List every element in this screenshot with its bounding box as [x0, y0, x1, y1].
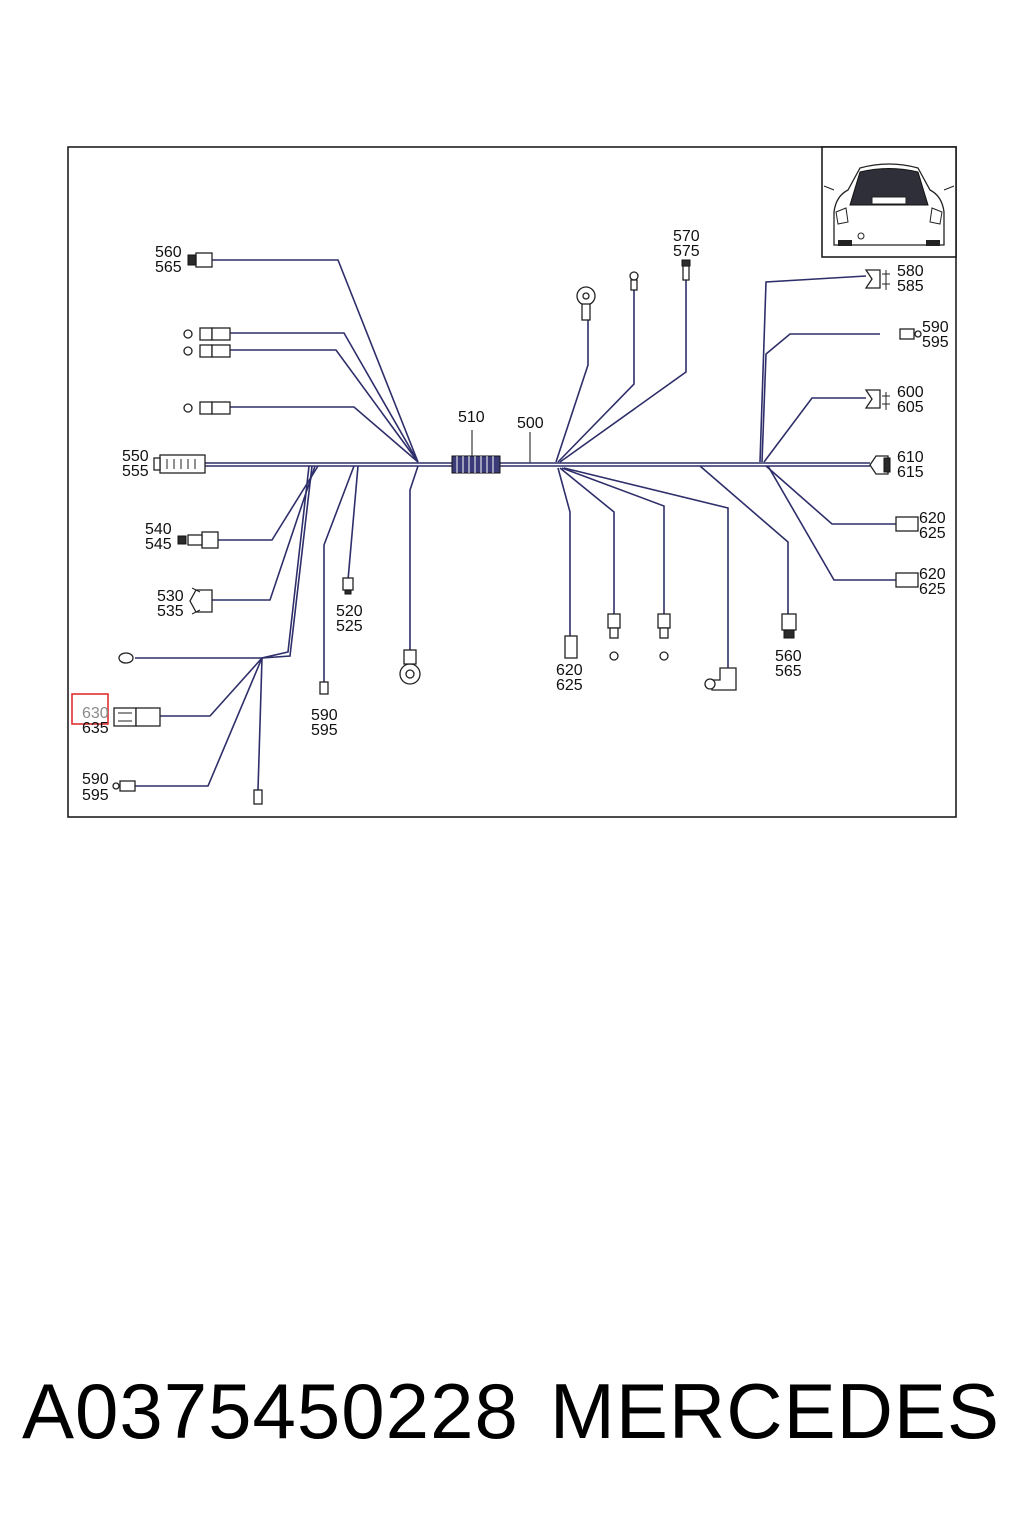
connector-590-595-lower-left — [112, 780, 136, 792]
connector-580-585 — [864, 269, 890, 290]
connector-pair-upper-left — [183, 327, 231, 415]
label-595-right: 595 — [922, 334, 949, 351]
car-rear-view-thumbnail — [821, 146, 957, 258]
label-590-lower-left: 590 — [82, 771, 109, 788]
label-620-right-a: 620 — [919, 510, 946, 527]
part-number: A0375450228 — [22, 1367, 519, 1455]
label-570: 570 — [673, 228, 700, 245]
footer: A0375450228 MERCEDES — [0, 1372, 1024, 1482]
label-595-lower-left: 595 — [82, 787, 109, 804]
connector-590-595-center — [319, 681, 329, 695]
right-lower-branches — [557, 465, 789, 668]
left-lower-branches — [135, 465, 359, 791]
label-580: 580 — [897, 263, 924, 280]
connector-630-635 — [113, 707, 161, 727]
connector-620-625-right-b — [895, 572, 919, 588]
terminal-upper-small — [629, 271, 639, 291]
label-630: 630 — [82, 705, 109, 722]
connector-560-565-right — [781, 613, 797, 639]
brand-name: MERCEDES — [549, 1367, 1000, 1455]
label-560-right: 560 — [775, 648, 802, 665]
ring-terminal-upper-center — [576, 286, 596, 321]
connector-520-525 — [342, 577, 354, 595]
label-565-left: 565 — [155, 259, 182, 276]
label-565-right: 565 — [775, 663, 802, 680]
label-520: 520 — [336, 603, 363, 620]
label-625-right-b: 625 — [919, 581, 946, 598]
label-635: 635 — [82, 720, 109, 737]
connector-610-615 — [869, 455, 891, 475]
far-right-branches — [759, 275, 896, 581]
ring-terminal-left — [118, 652, 134, 664]
label-545: 545 — [145, 536, 172, 553]
right-upper-branches — [555, 280, 687, 463]
label-555: 555 — [122, 463, 149, 480]
label-510: 510 — [458, 409, 485, 426]
connector-550-555 — [153, 454, 206, 474]
left-upper-branches — [212, 259, 419, 650]
connector-620-625-right-a — [895, 516, 919, 532]
connector-590-595-right — [899, 328, 922, 340]
connector-570-575 — [681, 259, 691, 281]
label-625-right-a: 625 — [919, 525, 946, 542]
label-540: 540 — [145, 521, 172, 538]
label-550: 550 — [122, 448, 149, 465]
label-615: 615 — [897, 464, 924, 481]
sensor-right-b — [657, 613, 671, 661]
label-500: 500 — [517, 415, 544, 432]
switch-530-535 — [189, 587, 213, 615]
ring-terminal-lower-center — [399, 649, 421, 685]
label-620-right-b: 620 — [919, 566, 946, 583]
label-610: 610 — [897, 449, 924, 466]
connector-600-605 — [864, 389, 890, 410]
label-590-right: 590 — [922, 319, 949, 336]
label-605: 605 — [897, 399, 924, 416]
corrugated-sleeve-510 — [451, 430, 501, 474]
connector-620-625-center — [564, 635, 578, 659]
label-590-center: 590 — [311, 707, 338, 724]
label-530: 530 — [157, 588, 184, 605]
label-600: 600 — [897, 384, 924, 401]
connector-560-565-left — [187, 252, 213, 268]
label-595-center: 595 — [311, 722, 338, 739]
label-585: 585 — [897, 278, 924, 295]
label-535: 535 — [157, 603, 184, 620]
label-620-center: 620 — [556, 662, 583, 679]
label-525: 525 — [336, 618, 363, 635]
angled-connector — [704, 667, 737, 691]
diagram-frame — [67, 146, 957, 818]
label-560-left: 560 — [155, 244, 182, 261]
label-625-center: 625 — [556, 677, 583, 694]
sensor-right-a — [607, 613, 621, 661]
highlight-box-630 — [71, 693, 109, 725]
label-575: 575 — [673, 243, 700, 260]
terminal-lower-left — [253, 789, 263, 805]
main-trunk — [205, 462, 870, 467]
connector-540-545 — [177, 531, 219, 549]
